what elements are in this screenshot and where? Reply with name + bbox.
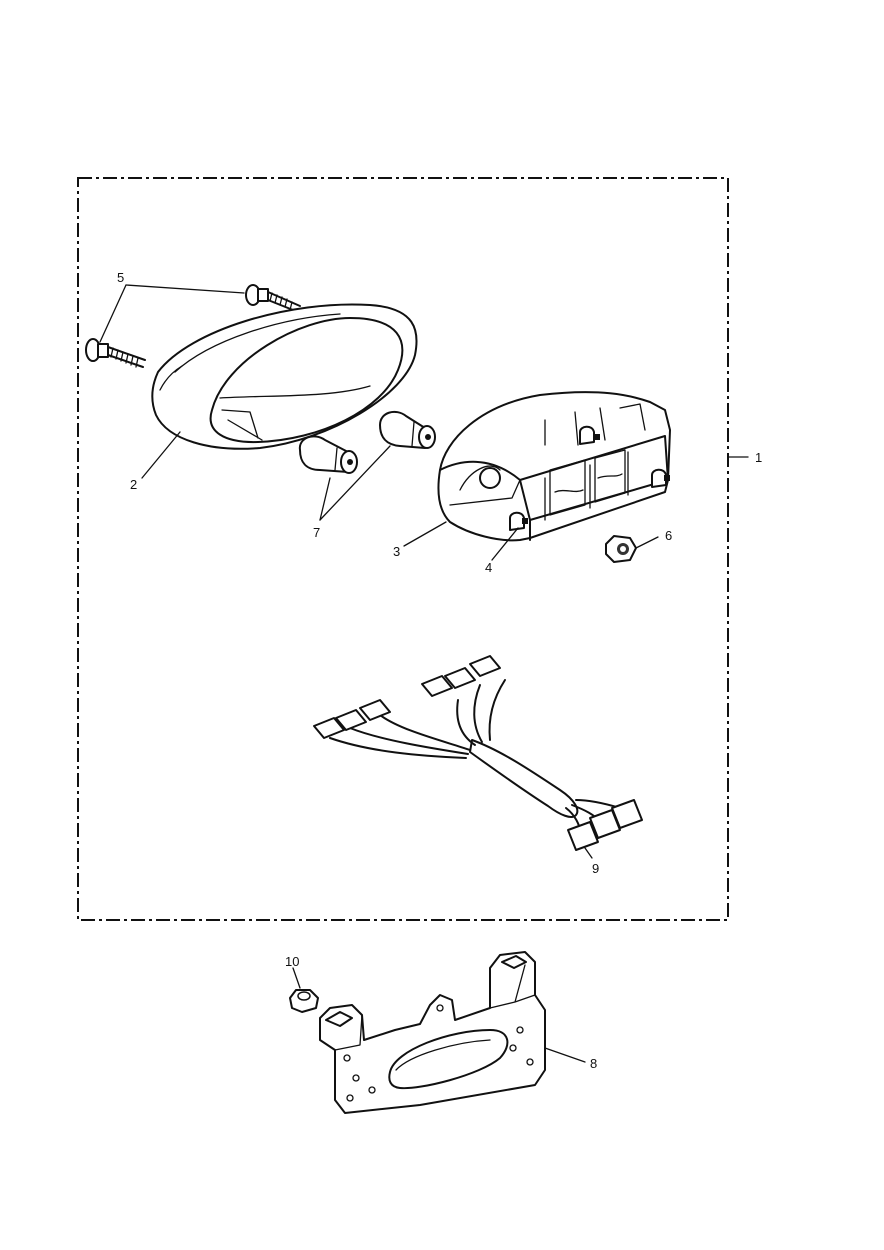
bulb-left: [298, 435, 358, 474]
wiring-harness: [313, 655, 643, 851]
leader-5b: [99, 284, 127, 343]
leader-3: [403, 521, 447, 547]
leader-lines: [99, 284, 749, 1063]
screw-lower: [85, 338, 146, 368]
nut-item-6: [605, 535, 637, 563]
callout-7: 7: [313, 525, 320, 540]
leader-7a: [319, 477, 331, 521]
leader-2: [141, 431, 181, 479]
leader-7b: [319, 445, 391, 521]
leader-6: [635, 536, 659, 549]
lamp-base: [437, 391, 671, 542]
leader-4: [491, 527, 519, 561]
lens-surround: [151, 303, 418, 450]
callout-5: 5: [117, 270, 124, 285]
leader-10: [292, 967, 301, 989]
callout-9: 9: [592, 861, 599, 876]
nut-item-10: [289, 989, 319, 1013]
callout-8: 8: [590, 1056, 597, 1071]
kit-boundary: [77, 177, 729, 921]
callout-3: 3: [393, 544, 400, 559]
callout-2: 2: [130, 477, 137, 492]
mounting-bracket: [319, 951, 546, 1114]
callout-4: 4: [485, 560, 492, 575]
leader-5a: [125, 284, 245, 294]
callout-6: 6: [665, 528, 672, 543]
bulb-right: [379, 410, 436, 449]
callout-10: 10: [285, 954, 299, 969]
screw-upper: [245, 284, 301, 313]
callout-1: 1: [755, 450, 762, 465]
leader-8: [544, 1047, 586, 1063]
leader-9: [584, 847, 593, 859]
